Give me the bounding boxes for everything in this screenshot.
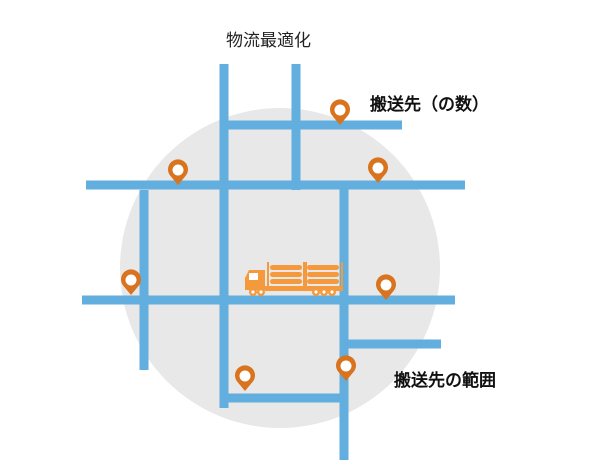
destinations-range-label: 搬送先の範囲 <box>394 371 496 391</box>
diagram-title: 物流最適化 <box>226 31 311 51</box>
road-network <box>82 64 465 460</box>
location-pin-icon <box>121 269 141 295</box>
location-pin-icon <box>367 157 388 183</box>
truck-icon <box>245 262 343 296</box>
destination-pins <box>121 99 397 391</box>
location-pin-icon <box>234 365 255 391</box>
destinations-count-label: 搬送先（の数） <box>370 95 489 115</box>
location-pin-icon <box>376 274 397 300</box>
location-pin-icon <box>168 159 189 185</box>
location-pin-icon <box>336 355 357 381</box>
location-pin-icon <box>329 99 350 125</box>
